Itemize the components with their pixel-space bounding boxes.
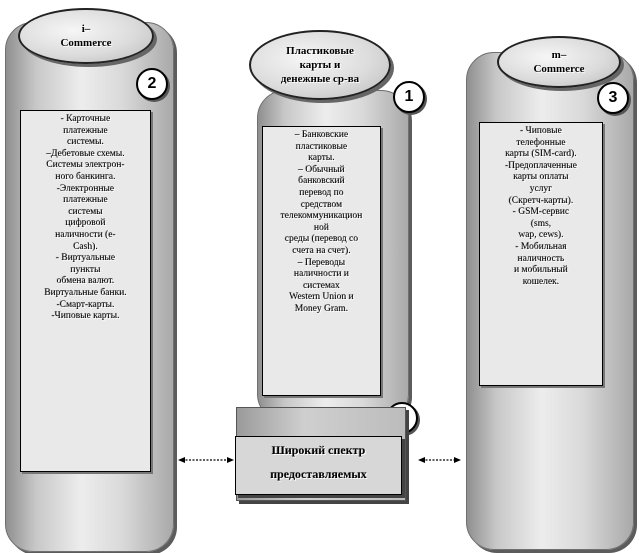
i-commerce-item-line: системы. (67, 137, 104, 148)
oval-m-commerce: m– Commerce (497, 36, 621, 88)
plastic-cards-item-line: – Переводы (297, 257, 346, 268)
number-badge-1: 1 (393, 81, 425, 113)
plastic-cards-item-line: перевод по (299, 187, 344, 198)
oval-center-line-2: карты и (299, 59, 341, 71)
m-commerce-item-line: -Предоплаченные (505, 160, 577, 171)
wide-range-line-2: предоставляемых (270, 467, 367, 481)
m-commerce-item-line: карты оплаты (513, 172, 569, 183)
plastic-cards-item-line: – Обычный (298, 164, 345, 175)
m-commerce-item-line: услуг (529, 183, 553, 194)
m-commerce-item-line: - Мобильная (515, 241, 567, 252)
plastic-cards-item-line: пластиковые (295, 141, 348, 152)
m-commerce-item-line: кошелек. (522, 276, 560, 287)
i-commerce-item-line: –Дебетовые схемы. (46, 148, 125, 159)
oval-i-commerce: i– Commerce (18, 8, 154, 64)
m-commerce-item-line: (Скретч-карты). (508, 195, 574, 206)
plastic-cards-item-line: банковский (298, 176, 345, 187)
i-commerce-item-line: Cash). (73, 241, 98, 252)
m-commerce-item-line: наличность (517, 253, 565, 264)
i-commerce-item-line: системы (68, 206, 103, 217)
plastic-cards-item-line: ной (314, 222, 329, 233)
i-commerce-item-line: ного банкинга. (55, 171, 116, 182)
i-commerce-item-line: цифровой (65, 218, 106, 229)
i-commerce-item-line: обмена валют. (56, 276, 115, 287)
m-commerce-item-line: карты (SIM-card). (505, 149, 577, 160)
plastic-cards-item-line: наличности и (294, 269, 349, 280)
oval-left-line-1: i– (81, 23, 91, 35)
plastic-cards-item-line: – Банковские (294, 130, 349, 140)
oval-center-line-1: Пластиковые (286, 45, 354, 57)
oval-left-line-2: Commerce (60, 37, 112, 49)
plastic-cards-item-line: системах (303, 280, 340, 291)
i-commerce-item-line: наличности (e- (55, 229, 116, 240)
wide-range-line-1: Широкий спектр (271, 443, 366, 457)
m-commerce-item-line: и мобильный (514, 265, 568, 276)
i-commerce-item-line: платежные (63, 125, 108, 136)
plastic-cards-item-line: телекоммуникацион (280, 211, 363, 222)
number-badge-2: 2 (136, 68, 168, 100)
plastic-cards-item-line: Western Union и (289, 292, 354, 303)
plastic-cards-item-line: карты. (308, 153, 335, 164)
i-commerce-item-line: Системы электрон- (46, 160, 125, 171)
i-commerce-item-line: -Электронные (56, 183, 115, 194)
plastic-cards-item-line: Money Gram. (294, 303, 349, 314)
m-commerce-item-line: (sms, (530, 218, 552, 229)
wide-range-box: Широкий спектр предоставляемых (235, 436, 402, 495)
i-commerce-item-line: - Виртуальные (55, 253, 116, 264)
plastic-cards-item-line: среды (перевод со (284, 234, 359, 245)
i-commerce-item-line: Виртуальные банки. (44, 287, 127, 298)
arrow-left (178, 457, 234, 463)
i-commerce-item-line: -Чиповые карты. (51, 311, 120, 322)
m-commerce-item-line: телефонные (516, 137, 566, 148)
i-commerce-item-line: -Смарт-карты. (56, 299, 115, 310)
m-commerce-item-line: wap, cews). (518, 230, 564, 241)
arrow-right (418, 457, 461, 463)
plastic-cards-item-line: средством (300, 199, 343, 210)
i-commerce-item-line: платежные (63, 195, 108, 206)
oval-plastic-cards: Пластиковые карты и денежные ср-ва (249, 30, 391, 100)
plastic-cards-item-line: счета на счет). (292, 245, 351, 256)
m-commerce-item-line: - Чиповые (520, 126, 562, 136)
oval-right-line-2: Commerce (533, 63, 585, 75)
m-commerce-item-line: - GSM-сервис (512, 207, 570, 218)
oval-right-line-1: m– (551, 49, 567, 61)
oval-center-line-3: денежные ср-ва (280, 73, 360, 85)
i-commerce-item-line: пункты (70, 264, 101, 275)
i-commerce-item-line: - Карточные (60, 114, 111, 124)
number-badge-3: 3 (597, 82, 629, 114)
